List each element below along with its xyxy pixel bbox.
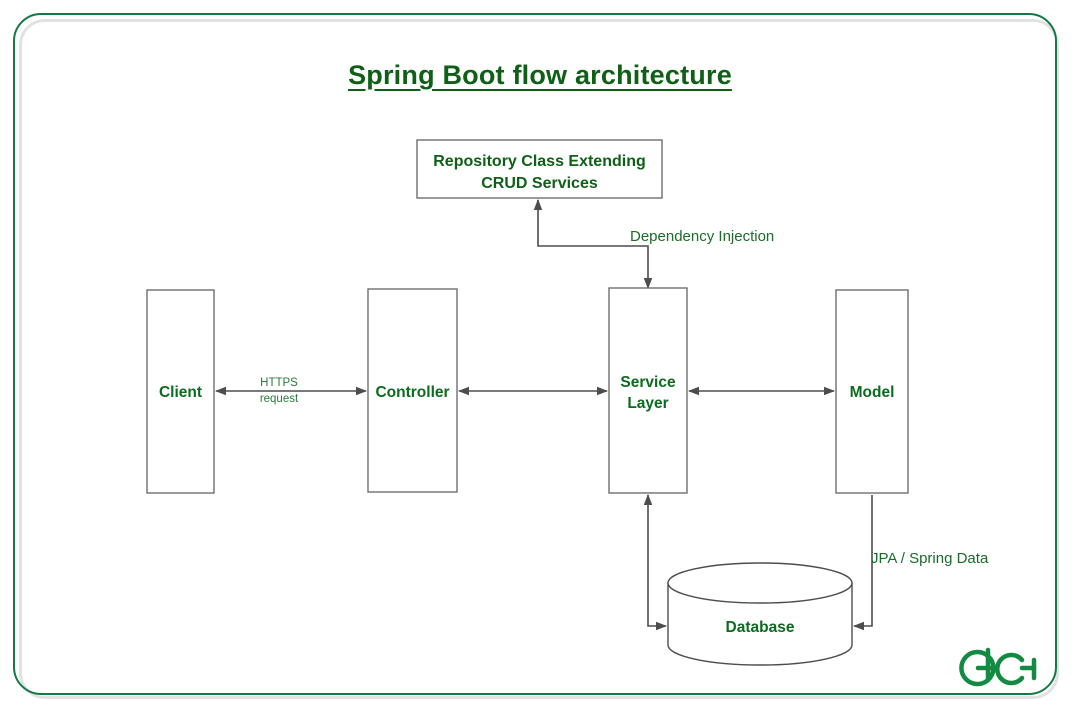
edge-label-request: request bbox=[260, 393, 299, 405]
edge-model-database: JPA / Spring Data bbox=[852, 495, 989, 631]
page-frame-shadow bbox=[19, 19, 1059, 699]
node-service-layer-label-line2: Layer bbox=[627, 395, 668, 412]
edge-label-dependency-injection: Dependency Injection bbox=[630, 228, 774, 245]
page-frame-border bbox=[13, 13, 1057, 695]
node-controller[interactable]: Controller bbox=[367, 288, 458, 493]
node-client-label: Client bbox=[159, 384, 202, 401]
edge-client-controller: HTTPS request bbox=[214, 377, 368, 405]
page-title: Spring Boot flow architecture bbox=[348, 60, 732, 90]
node-model-label: Model bbox=[850, 384, 895, 401]
node-repository-label-line2: CRUD Services bbox=[481, 175, 598, 192]
node-database-label: Database bbox=[726, 619, 795, 636]
node-client[interactable]: Client bbox=[146, 289, 215, 494]
edge-label-jpa-spring-data: JPA / Spring Data bbox=[871, 550, 989, 567]
edge-service-repository: Dependency Injection bbox=[533, 198, 774, 290]
node-service-layer[interactable]: Service Layer bbox=[608, 287, 688, 494]
node-model[interactable]: Model bbox=[835, 289, 909, 494]
geeksforgeeks-logo bbox=[959, 647, 1037, 687]
node-repository-label-line1: Repository Class Extending bbox=[433, 153, 646, 170]
edge-service-database bbox=[643, 493, 668, 631]
node-service-layer-label-line1: Service bbox=[620, 374, 676, 391]
node-repository[interactable]: Repository Class Extending CRUD Services bbox=[416, 139, 663, 199]
node-database[interactable]: Database bbox=[667, 562, 853, 666]
node-controller-label: Controller bbox=[375, 384, 449, 401]
edge-label-https: HTTPS bbox=[260, 377, 298, 389]
